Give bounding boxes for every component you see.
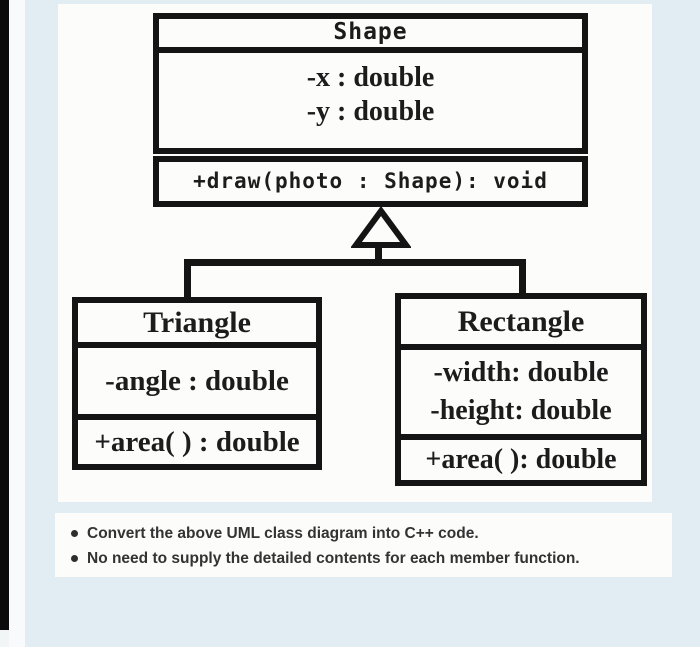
instruction-text: No need to supply the detailed contents … <box>87 549 580 567</box>
connector-stem <box>375 246 382 266</box>
connector-drop-rectangle <box>519 259 526 293</box>
instruction-item: Convert the above UML class diagram into… <box>67 521 672 546</box>
class-name-rectangle: Rectangle <box>395 293 647 350</box>
attribute-angle: -angle : double <box>105 365 289 397</box>
instructions-panel: Convert the above UML class diagram into… <box>55 513 672 577</box>
instruction-item: No need to supply the detailed contents … <box>67 546 672 571</box>
attribute-height: -height: double <box>430 395 612 426</box>
class-methods-rectangle: +area( ): double <box>395 434 647 486</box>
class-name-label: Rectangle <box>457 305 585 338</box>
bullet-icon <box>71 530 78 537</box>
bullet-icon <box>71 555 78 562</box>
connector-horizontal-line <box>184 259 526 266</box>
screen-edge-bar <box>0 0 9 630</box>
class-name-shape: Shape <box>153 13 588 53</box>
method-draw: +draw(photo : Shape): void <box>193 168 548 193</box>
method-area: +area( ) : double <box>94 426 300 458</box>
connector-drop-triangle <box>184 259 191 297</box>
instruction-text: Convert the above UML class diagram into… <box>87 524 479 542</box>
page-margin-band <box>9 0 25 647</box>
class-box-shape: Shape -x : double -y : double +draw(phot… <box>153 13 588 207</box>
class-attributes-rectangle: -width: double -height: double <box>395 344 647 440</box>
class-box-rectangle: Rectangle -width: double -height: double… <box>395 293 647 486</box>
inheritance-arrowhead-icon <box>351 207 411 248</box>
class-name-triangle: Triangle <box>72 297 322 348</box>
attribute-x: -x : double <box>306 61 435 93</box>
class-methods-shape: +draw(photo : Shape): void <box>153 155 588 207</box>
class-name-label: Shape <box>333 19 408 45</box>
class-box-triangle: Triangle -angle : double +area( ) : doub… <box>72 297 322 470</box>
screen-edge-bar-end <box>0 630 9 647</box>
method-area: +area( ): double <box>425 444 617 475</box>
class-attributes-shape: -x : double -y : double <box>153 46 588 154</box>
class-attributes-triangle: -angle : double <box>72 342 322 420</box>
attribute-y: -y : double <box>306 95 435 127</box>
attribute-width: -width: double <box>433 357 609 388</box>
class-name-label: Triangle <box>143 306 251 339</box>
class-methods-triangle: +area( ) : double <box>72 414 322 470</box>
